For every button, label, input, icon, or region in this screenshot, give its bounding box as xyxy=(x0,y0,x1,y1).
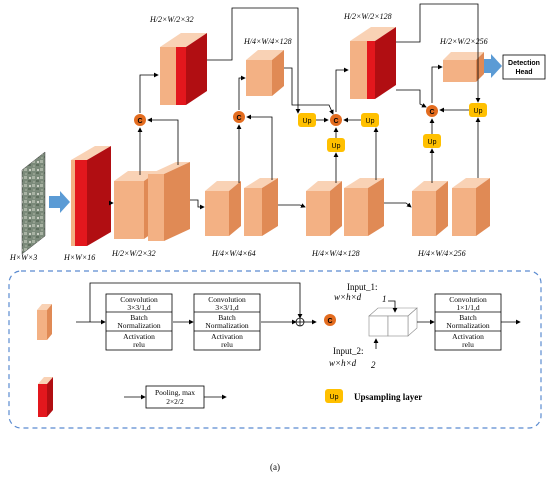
svg-text:Detection: Detection xyxy=(508,60,540,67)
svg-text:C: C xyxy=(327,318,332,325)
legend-pooling-box: Pooling, max 2×2/2 xyxy=(145,385,205,409)
svg-text:Activation: Activation xyxy=(123,332,155,341)
detection-head: Detection Head xyxy=(502,54,546,80)
svg-text:2×2/2: 2×2/2 xyxy=(166,397,184,406)
legend-pooling-block xyxy=(38,377,53,417)
block-b3b xyxy=(344,178,384,236)
label-b4: H/4×W/4×256 xyxy=(417,249,466,258)
label-b1: H/2×W/2×32 xyxy=(111,249,156,258)
legend-conv-block-b: Convolution 3×3/1,d Batch Normalization … xyxy=(193,293,261,351)
svg-text:C: C xyxy=(429,109,434,116)
legend-upsampling-label: Upsampling layer xyxy=(354,392,422,402)
block-top3 xyxy=(350,27,396,99)
svg-text:Normalization: Normalization xyxy=(446,321,490,330)
concat-node-4: C xyxy=(426,105,438,117)
concat-node-1: C xyxy=(134,114,146,126)
svg-text:Batch: Batch xyxy=(459,313,477,322)
block-top2 xyxy=(246,50,284,96)
block-top1 xyxy=(160,33,207,105)
svg-text:3×3/1,d: 3×3/1,d xyxy=(127,303,150,312)
legend-residual-chain xyxy=(76,282,317,325)
svg-text:Up: Up xyxy=(366,118,375,125)
block-b3a xyxy=(306,181,342,236)
svg-text:Activation: Activation xyxy=(211,332,243,341)
svg-text:relu: relu xyxy=(133,340,145,349)
svg-text:3×3/1,d: 3×3/1,d xyxy=(215,303,238,312)
concat-node-2: C xyxy=(233,111,245,123)
label-top2: H/4×W/4×128 xyxy=(243,37,292,46)
concat-node-3: C xyxy=(330,114,342,126)
input-arrow xyxy=(49,191,70,213)
svg-text:Normalization: Normalization xyxy=(205,321,249,330)
label-top1: H/2×W/2×32 xyxy=(149,15,194,24)
legend-box xyxy=(8,270,542,429)
block-b4b xyxy=(452,178,490,236)
svg-text:Convolution: Convolution xyxy=(120,295,158,304)
svg-text:C: C xyxy=(236,115,241,122)
svg-text:Up: Up xyxy=(474,108,483,115)
svg-text:C: C xyxy=(333,118,338,125)
svg-text:1: 1 xyxy=(382,294,387,304)
svg-text:Up: Up xyxy=(332,143,341,150)
legend-feature-block xyxy=(37,304,52,340)
svg-text:Convolution: Convolution xyxy=(449,295,487,304)
label-b0: H×W×16 xyxy=(63,253,95,262)
label-input: H×W×3 xyxy=(9,253,37,262)
connections xyxy=(109,3,481,210)
up-node-2: Up xyxy=(361,113,379,127)
block-red-hw16 xyxy=(71,146,111,246)
head-arrow xyxy=(484,54,502,78)
block-top4 xyxy=(443,52,484,82)
svg-text:Batch: Batch xyxy=(218,313,236,322)
svg-text:relu: relu xyxy=(221,340,233,349)
legend-input1-dims: w×h×d xyxy=(334,292,362,302)
svg-text:Normalization: Normalization xyxy=(117,321,161,330)
svg-text:relu: relu xyxy=(462,340,474,349)
svg-text:Up: Up xyxy=(330,394,339,401)
svg-text:2: 2 xyxy=(371,360,376,370)
label-top4: H/2×W/2×256 xyxy=(439,37,488,46)
legend-concat-tensors xyxy=(368,307,418,337)
legend-conv-block-a: Convolution 3×3/1,d Batch Normalization … xyxy=(105,293,173,351)
block-b1b xyxy=(148,162,190,241)
svg-text:C: C xyxy=(137,118,142,125)
legend-up-node: Up xyxy=(325,389,343,403)
legend-concat-node: C xyxy=(324,314,336,326)
svg-text:Activation: Activation xyxy=(452,332,484,341)
label-top3: H/2×W/2×128 xyxy=(343,12,392,21)
svg-text:Up: Up xyxy=(428,139,437,146)
svg-text:Convolution: Convolution xyxy=(208,295,246,304)
input-image xyxy=(21,151,46,255)
legend-conv-block-c: Convolution 1×1/1,d Batch Normalization … xyxy=(434,293,502,351)
up-node-5: Up xyxy=(423,134,441,148)
block-b2a xyxy=(205,181,241,236)
legend-input2-dims: w×h×d xyxy=(329,358,357,368)
up-node-4: Up xyxy=(469,103,487,117)
svg-text:Batch: Batch xyxy=(130,313,148,322)
svg-text:Pooling, max: Pooling, max xyxy=(155,388,195,397)
up-node-3: Up xyxy=(327,138,345,152)
legend-input2: Input_2: xyxy=(333,346,364,356)
up-node-1: Up xyxy=(298,113,316,127)
label-b3: H/4×W/4×128 xyxy=(311,249,360,258)
label-b2: H/4×W/4×64 xyxy=(211,249,256,258)
block-b4a xyxy=(412,181,448,236)
svg-text:1×1/1,d: 1×1/1,d xyxy=(456,303,479,312)
svg-text:Up: Up xyxy=(303,118,312,125)
block-b2b xyxy=(244,178,278,236)
figure-caption: (a) xyxy=(270,462,280,472)
svg-text:Head: Head xyxy=(515,69,532,76)
legend-input1: Input_1: xyxy=(347,282,378,292)
